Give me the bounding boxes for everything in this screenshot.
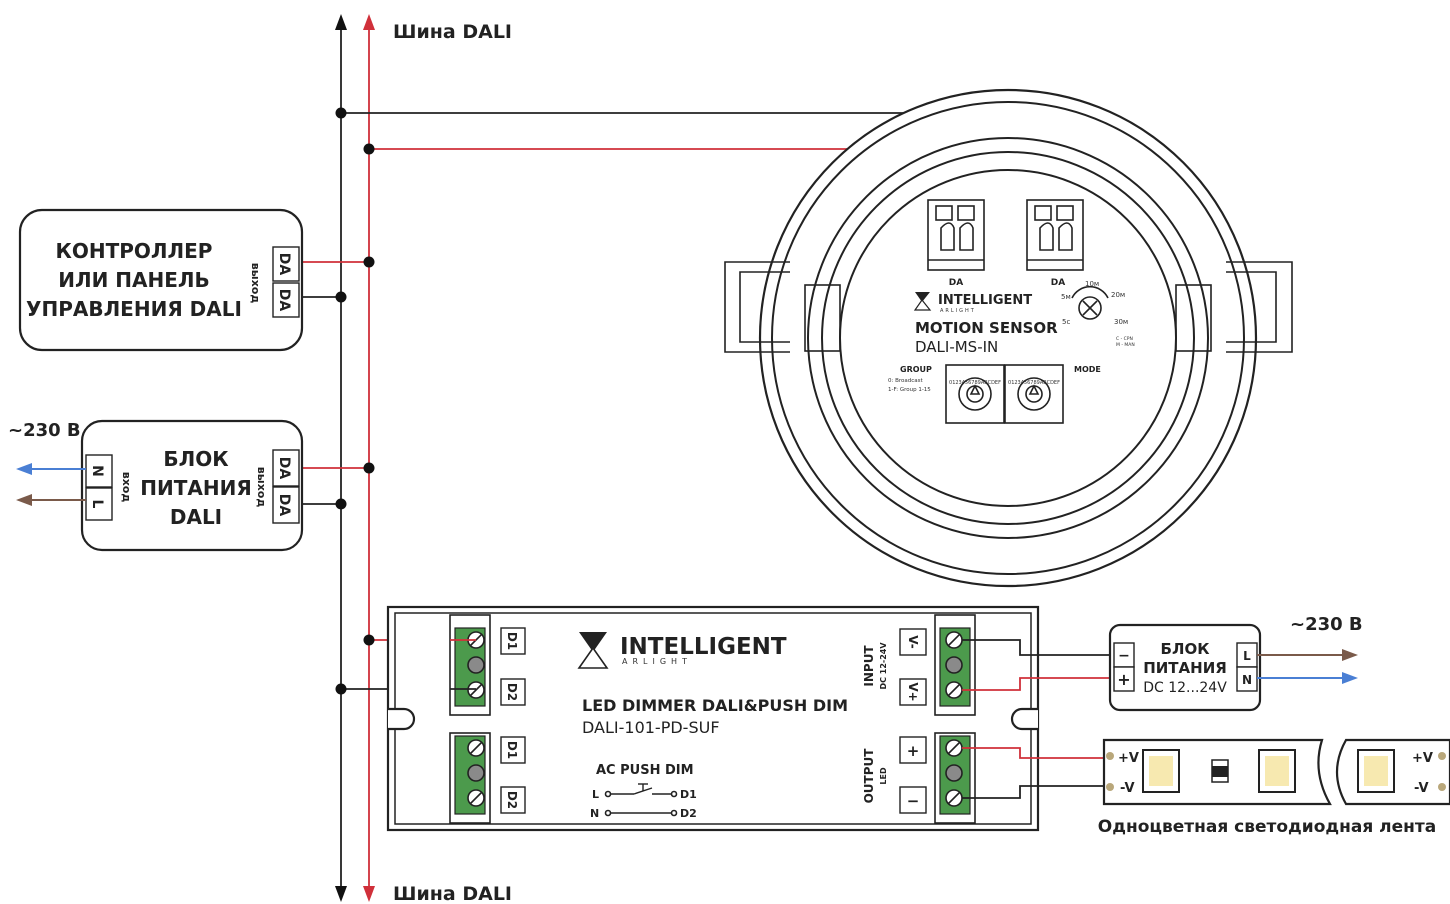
strip-caption: Одноцветная светодиодная лента (1098, 817, 1436, 837)
sensor-terminal-da2: DA (1051, 278, 1065, 288)
sensor-terminal-right: DA (1026, 199, 1084, 288)
psu-led-mains: ~230 В (1290, 614, 1363, 635)
bus-label-top: Шина DALI (393, 21, 512, 43)
strip-vminus-right: -V (1414, 781, 1429, 796)
sensor-title: MOTION SENSOR (915, 319, 1058, 337)
dimmer-tag-d1-top: D1 (505, 632, 519, 650)
controller-pin-da2: DA (276, 289, 292, 312)
strip-vplus-right: +V (1412, 751, 1433, 766)
mode-label: MODE (1074, 365, 1101, 374)
group-rotary-chars: 0123456789ABCDEF (949, 380, 1001, 386)
psu-led-minus: − (1118, 648, 1130, 664)
psu-dali-pin-da2: DA (276, 494, 292, 517)
sensor-brand: INTELLIGENT (938, 293, 1032, 308)
mode-note-2: M - MAN (1116, 342, 1135, 348)
led-dimmer: D1 D2 D1 D2 INTELLIGENT ARLIGHT LED DIMM… (386, 605, 1040, 832)
bus-label-bottom: Шина DALI (393, 883, 512, 904)
mode-rotary-chars: 0123456789ABCDEF (1008, 380, 1060, 386)
strip-vminus-left: -V (1120, 781, 1135, 796)
output-wiring (962, 639, 1113, 799)
psu-led-plus: + (1117, 670, 1130, 689)
tag-vminus: V- (906, 635, 920, 648)
group-note-1: 0: Broadcast (888, 378, 924, 384)
sensor-time-dial: 10м 20м 5м 30м 5с C - CPN M - MAN (1061, 280, 1135, 348)
dimmer-brand: INTELLIGENT (620, 634, 787, 660)
tag-vplus: V+ (906, 682, 920, 701)
psu-dali-in-label: вход (120, 472, 133, 503)
motion-sensor: DA DA INTELLIGENT ARLIGHT MOTION SENSOR … (724, 88, 1293, 588)
controller-out-label: выход (249, 263, 262, 304)
push-title: AC PUSH DIM (596, 763, 694, 778)
dimmer-input-terminal (934, 614, 976, 716)
dimmer-title: LED DIMMER DALI&PUSH DIM (582, 696, 848, 715)
push-d1: D1 (680, 788, 697, 801)
dimmer-output-terminal (934, 732, 976, 824)
psu-led-line2: ПИТАНИЯ (1143, 659, 1227, 677)
input-label: INPUT (862, 645, 876, 687)
dali-power-supply: БЛОК ПИТАНИЯ DALI N L вход выход DA DA ~… (8, 419, 304, 552)
dimmer-tag-d2-top: D2 (505, 683, 519, 701)
dial-5m: 5м (1061, 293, 1071, 301)
dimmer-dali-terminal (449, 614, 491, 716)
group-rotary-switch: 0123456789ABCDEF (945, 364, 1005, 424)
mode-rotary-switch: 0123456789ABCDEF (1004, 364, 1064, 424)
psu-led-pin-l: L (1243, 649, 1251, 663)
dimmer-push-terminal (449, 732, 491, 824)
group-note-2: 1-F: Group 1-15 (888, 387, 931, 393)
controller-line3: УПРАВЛЕНИЯ DALI (26, 297, 242, 321)
input-sub: DC 12-24V (879, 642, 888, 690)
push-d2: D2 (680, 807, 697, 820)
dial-10m: 10м (1085, 280, 1099, 288)
psu-dali-pin-l: L (89, 500, 105, 509)
dimmer-brand-logo (577, 632, 609, 669)
tag-output-minus: − (907, 792, 920, 810)
controller-line1: КОНТРОЛЛЕР (56, 239, 213, 263)
psu-led-line1: БЛОК (1161, 640, 1211, 658)
psu-dali-mains: ~230 В (8, 420, 81, 441)
output-sub: LED (879, 767, 888, 785)
dali-bus: Шина DALI Шина DALI (335, 14, 512, 904)
group-label: GROUP (900, 365, 932, 374)
controller-line2: ИЛИ ПАНЕЛЬ (58, 268, 210, 292)
sensor-model: DALI-MS-IN (915, 338, 998, 356)
sensor-brand-logo (913, 292, 932, 311)
psu-dali-line2: ПИТАНИЯ (140, 476, 251, 500)
output-label: OUTPUT (862, 748, 876, 804)
dimmer-brand-sub: ARLIGHT (622, 657, 692, 666)
dimmer-tag-d2-bottom: D2 (505, 791, 519, 809)
psu-dali-pin-da1: DA (276, 457, 292, 480)
tag-output-plus: + (907, 742, 920, 760)
dali-controller: КОНТРОЛЛЕР ИЛИ ПАНЕЛЬ УПРАВЛЕНИЯ DALI вы… (18, 208, 304, 352)
psu-dali-line3: DALI (170, 505, 222, 529)
strip-vplus-left: +V (1118, 751, 1139, 766)
psu-dali-pin-n: N (89, 465, 105, 477)
dimmer-model: DALI-101-PD-SUF (582, 718, 720, 737)
push-l: L (592, 788, 599, 801)
led-power-supply: − + L N БЛОК ПИТАНИЯ DC 12...24V ~230 В (1108, 614, 1363, 712)
controller-pin-da1: DA (276, 253, 292, 276)
dimmer-tag-d1-bottom: D1 (505, 741, 519, 759)
psu-dali-line1: БЛОК (163, 447, 229, 471)
sensor-terminal-left: DA (927, 199, 985, 288)
push-switch-schematic: L N D1 D2 (590, 783, 697, 820)
sensor-brand-sub: ARLIGHT (940, 308, 976, 314)
dial-5s: 5с (1062, 318, 1070, 326)
psu-led-pin-n: N (1242, 673, 1252, 687)
psu-led-voltage: DC 12...24V (1143, 680, 1227, 696)
mode-note-1: C - CPN (1116, 336, 1133, 342)
psu-dali-out-label: выход (255, 467, 268, 508)
led-strip: +V -V +V -V Одноцветная светодиодная лен… (1098, 738, 1450, 837)
sensor-terminal-da1: DA (949, 278, 963, 288)
push-n: N (590, 807, 599, 820)
dial-30m: 30м (1114, 318, 1128, 326)
dial-20m: 20м (1111, 291, 1125, 299)
